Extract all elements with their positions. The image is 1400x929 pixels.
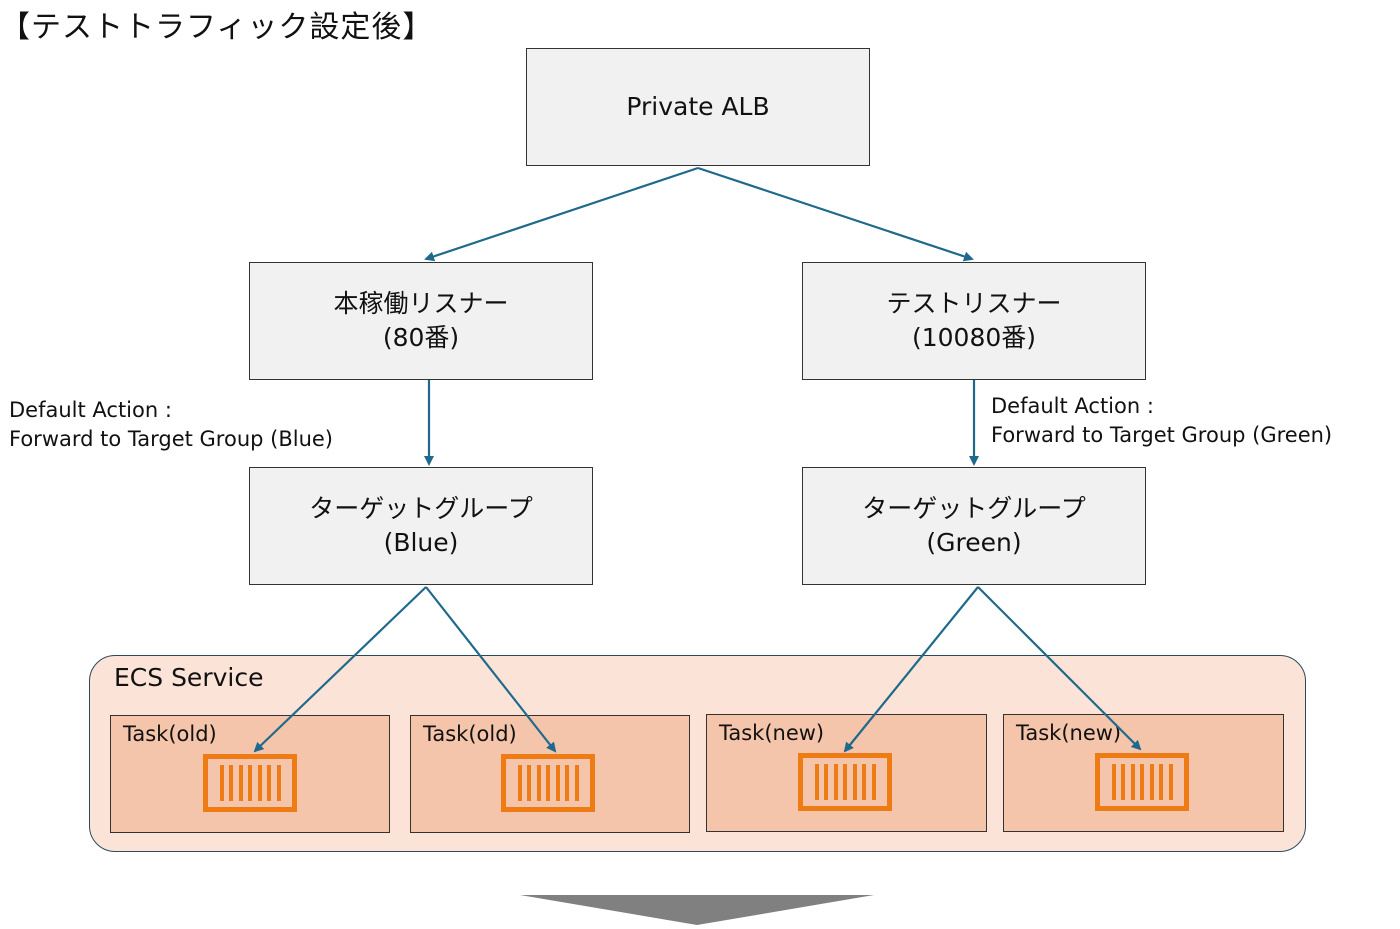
page-title: 【テストトラフィック設定後】 bbox=[0, 10, 434, 45]
task-old-2: Task(old) bbox=[410, 715, 690, 833]
task-label: Task(old) bbox=[123, 722, 217, 746]
ecs-service-label: ECS Service bbox=[114, 663, 264, 692]
task-old-1: Task(old) bbox=[110, 715, 390, 833]
target-group-name: ターゲットグループ bbox=[862, 494, 1086, 523]
arrow-alb-to-prod-listener bbox=[424, 166, 699, 262]
green-default-action-label: Default Action : Forward to Target Group… bbox=[991, 394, 1333, 447]
container-icon bbox=[501, 754, 595, 812]
down-arrow-icon bbox=[520, 895, 874, 925]
container-icon bbox=[798, 753, 892, 811]
listener-port: (80番) bbox=[382, 323, 460, 352]
task-label: Task(old) bbox=[423, 722, 517, 746]
blue-default-action-label: Default Action : Forward to Target Group… bbox=[9, 398, 333, 451]
task-new-1: Task(new) bbox=[706, 714, 987, 832]
test-listener-box: テストリスナー (10080番) bbox=[802, 262, 1146, 380]
task-label: Task(new) bbox=[719, 721, 825, 745]
task-label: Task(new) bbox=[1016, 721, 1122, 745]
target-group-green-box: ターゲットグループ (Green) bbox=[802, 467, 1146, 585]
alb-label: Private ALB bbox=[626, 92, 770, 121]
target-group-name: ターゲットグループ bbox=[309, 494, 533, 523]
container-icon bbox=[203, 754, 297, 812]
arrow-alb-to-test-listener bbox=[697, 166, 974, 262]
private-alb-box: Private ALB bbox=[526, 48, 870, 166]
target-group-color: (Blue) bbox=[383, 528, 459, 557]
container-icon bbox=[1095, 753, 1189, 811]
listener-port: (10080番) bbox=[911, 323, 1037, 352]
target-group-color: (Green) bbox=[926, 528, 1022, 557]
listener-name: テストリスナー bbox=[886, 289, 1062, 318]
listener-name: 本稼働リスナー bbox=[333, 289, 509, 318]
production-listener-box: 本稼働リスナー (80番) bbox=[249, 262, 593, 380]
task-new-2: Task(new) bbox=[1003, 714, 1284, 832]
target-group-blue-box: ターゲットグループ (Blue) bbox=[249, 467, 593, 585]
